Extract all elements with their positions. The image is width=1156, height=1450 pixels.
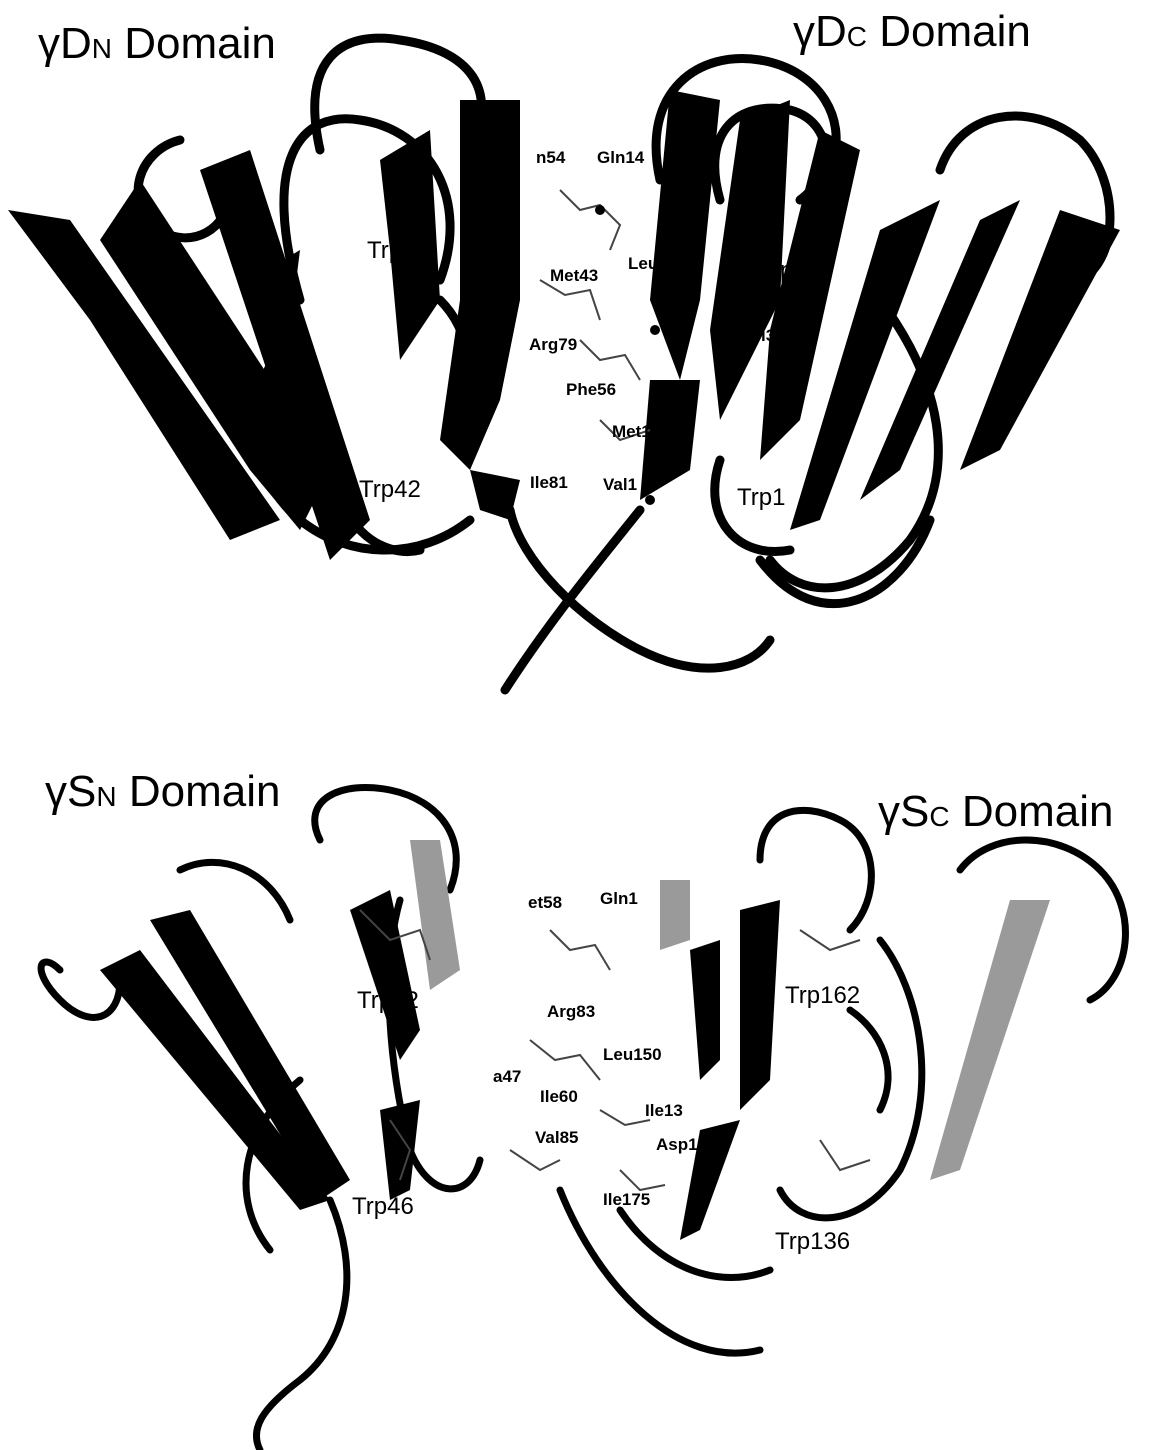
left-domain-sheets	[8, 100, 520, 560]
residue-label: a47	[493, 1067, 521, 1086]
residue-label: Ile81	[530, 473, 568, 492]
trp-label: rp15	[772, 257, 820, 284]
residue-label: et58	[528, 893, 562, 912]
top-panel: γDN Domain γDC Domain	[0, 0, 1156, 720]
trp-label: Trp42	[359, 476, 421, 503]
trp-label: Trp1	[737, 484, 785, 511]
top-structure-diagram: n54 Gln14 Met43 Leu145 Arg79 Phe56 Met14…	[0, 0, 1156, 720]
right-domain-ribbons	[560, 810, 1125, 1353]
trp-label: Trp136	[775, 1228, 850, 1255]
residue-label: Ile175	[603, 1190, 650, 1209]
trp-label: Trp162	[785, 982, 860, 1009]
residue-label: Leu150	[603, 1045, 662, 1064]
residue-label: Ile60	[540, 1087, 578, 1106]
tryptophan-labels: Trp72 Trp46 Trp162 Trp136	[352, 982, 860, 1255]
trp-label: Trp6	[367, 237, 415, 264]
residue-label: Met43	[550, 266, 598, 285]
residue-label: Asp15	[656, 1135, 707, 1154]
residue-label: Met147	[612, 422, 670, 441]
residue-label: Phe56	[566, 380, 616, 399]
residue-label: Leu145	[628, 254, 687, 273]
trp-label: Trp46	[352, 1193, 414, 1220]
residue-label: Val1	[603, 475, 637, 494]
residue-label: Ile13	[645, 1101, 683, 1120]
residue-label: Gln14	[597, 148, 645, 167]
residue-label: n54	[536, 148, 566, 167]
right-domain-sheets	[660, 880, 1050, 1240]
right-domain-sheets	[640, 90, 1120, 530]
residue-label: l32	[761, 326, 785, 345]
bottom-panel: γSN Domain γSC Domain	[0, 730, 1156, 1450]
bottom-structure-diagram: et58 Gln1 Arg83 Leu150 a47 Ile60 Ile13 V…	[0, 730, 1156, 1450]
residue-label: Arg79	[529, 335, 577, 354]
residue-label: Gln1	[600, 889, 638, 908]
trp-label: Trp72	[357, 987, 419, 1014]
residue-label: Val85	[535, 1128, 579, 1147]
residue-label: Arg83	[547, 1002, 595, 1021]
